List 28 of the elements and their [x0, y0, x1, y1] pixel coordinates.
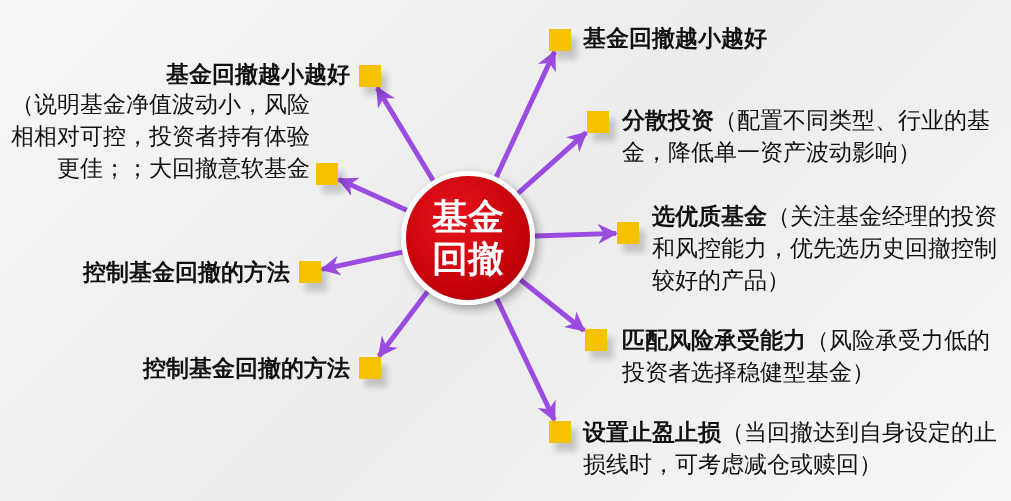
description-text: （说明基金净值波动小，风险相相对可控，投资者持有体验更佳；；大回撤意软基金 [10, 90, 310, 183]
marker-square [587, 111, 609, 133]
arrow [337, 177, 409, 213]
arrow [375, 86, 436, 182]
heading-text: 基金回撤越小越好 [165, 60, 350, 89]
description-text: 设置止盈止损（当回撤达到自身设定的止损线时，可考虑减仓或赎回） [583, 418, 998, 479]
description-text: 分散投资（配置不同类型、行业的基金，降低单一资产波动影响） [622, 106, 991, 167]
heading-text: 控制基金回撤的方法 [81, 258, 290, 287]
arrow [516, 130, 588, 196]
center-circle [401, 171, 535, 305]
center-title: 基金回撤 [431, 196, 505, 280]
heading-text: 基金回撤越小越好 [583, 24, 768, 53]
arrow [377, 290, 430, 358]
marker-square [617, 222, 639, 244]
marker-square [549, 29, 571, 51]
marker-square [359, 357, 381, 379]
marker-square [316, 163, 338, 185]
description-text: 选优质基金（关注基金经理的投资和风控能力，优先选历史回撤控制较好的产品） [652, 202, 998, 295]
marker-square [299, 261, 321, 283]
arrow [518, 277, 586, 333]
heading-text: 控制基金回撤的方法 [141, 354, 350, 383]
arrow [493, 50, 557, 179]
marker-square [549, 421, 571, 443]
marker-square [585, 329, 607, 351]
arrow [494, 297, 557, 422]
marker-square [359, 65, 381, 87]
description-text: 匹配风险承受能力（风险承受力低的投资者选择稳健型基金） [622, 326, 991, 387]
arrow [320, 249, 403, 276]
